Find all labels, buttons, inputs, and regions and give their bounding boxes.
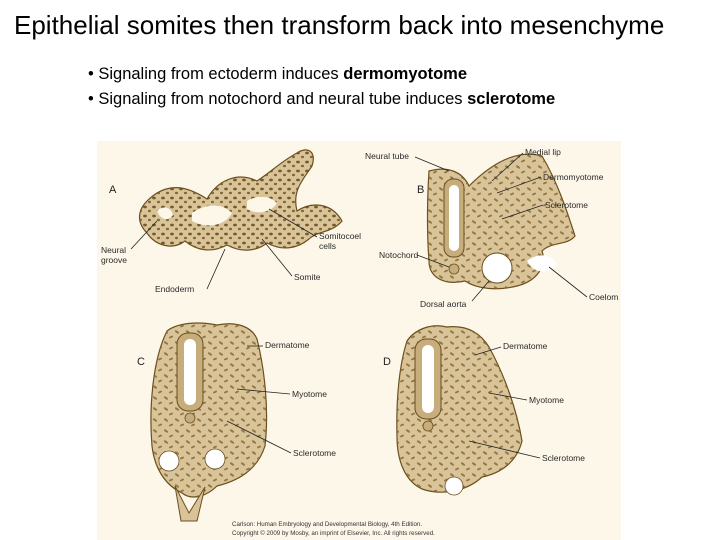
neural-tube-lumen [449, 185, 459, 251]
bullet-bold-term: dermomyotome [343, 65, 468, 83]
leader-line [496, 176, 542, 194]
leader-line [488, 392, 528, 401]
bullet-item-sclerotome: • Signaling from notochord and neural tu… [88, 87, 555, 112]
leader-line [474, 346, 502, 356]
leader-line [501, 204, 544, 220]
leader-line [548, 266, 588, 298]
cell-texture [139, 149, 342, 251]
leader-line [471, 280, 490, 302]
label-notochord: Notochord [379, 250, 418, 260]
bullet-text: • Signaling from notochord and neural tu… [88, 90, 468, 108]
label-dermatome-d: Dermatome [503, 341, 548, 351]
label-endoderm: Endoderm [155, 284, 194, 294]
leader-line [226, 420, 292, 454]
leader-line [468, 440, 541, 459]
panel-c: C Dermatome Myotome Sclerotome [137, 322, 336, 522]
bullet-bold-term: sclerotome [467, 90, 556, 108]
neural-groove-lumen [192, 205, 232, 226]
leader-line [206, 248, 226, 290]
leader-line [491, 152, 524, 182]
notochord-shape [422, 420, 434, 432]
bullet-item-dermomyotome: • Signaling from ectoderm induces dermom… [88, 62, 555, 87]
panel-label-a: A [109, 184, 117, 196]
label-sclerotome-d: Sclerotome [542, 453, 585, 463]
label-medial-lip: Medial lip [525, 147, 561, 157]
label-somite: Somite [294, 272, 321, 282]
panel-label-c: C [137, 356, 145, 368]
bullet-list: • Signaling from ectoderm induces dermom… [88, 62, 555, 112]
dorsal-aorta-shape [481, 252, 513, 284]
notochord-shape [448, 263, 460, 275]
notochord-shape [184, 412, 196, 424]
lumen [157, 207, 173, 220]
neural-tube-lumen [422, 345, 434, 413]
leader-line [416, 254, 450, 268]
label-sclerotome-b: Sclerotome [545, 200, 588, 210]
leader-line [130, 220, 158, 250]
label-myotome-d: Myotome [529, 395, 564, 405]
dorsal-aorta-shape [204, 448, 226, 470]
neural-tube-lumen [184, 339, 196, 405]
panel-b: B Neural tube Medial lip Dermomyotome Sc… [365, 147, 618, 309]
dorsal-aorta-shape [158, 450, 180, 472]
credit-line-2: Copyright © 2009 by Mosby, an imprint of… [232, 530, 435, 537]
label-sclerotome-c: Sclerotome [293, 448, 336, 458]
label-dermomyotome: Dermomyotome [543, 172, 604, 182]
label-dermatome-c: Dermatome [265, 340, 310, 350]
leader-line [414, 156, 450, 172]
somitocoel-lumen [247, 196, 277, 213]
credit-line-1: Carlson: Human Embryology and Developmen… [232, 521, 422, 528]
label-neural-tube: Neural tube [365, 151, 409, 161]
bullet-text: • Signaling from ectoderm induces [88, 65, 344, 83]
gut-shape [174, 485, 206, 522]
panel-label-d: D [383, 356, 391, 368]
label-dorsal-aorta: Dorsal aorta [420, 299, 467, 309]
panel-d: D Dermatome Myotome Sclerotome [383, 325, 585, 496]
leader-line [236, 388, 291, 395]
dorsal-aorta-shape [444, 476, 464, 496]
label-myotome-c: Myotome [292, 389, 327, 399]
panel-label-b: B [417, 184, 424, 196]
slide-title: Epithelial somites then transform back i… [14, 10, 665, 40]
label-coelom: Coelom [589, 292, 618, 302]
leader-line [261, 238, 293, 277]
leader-line [268, 208, 318, 238]
